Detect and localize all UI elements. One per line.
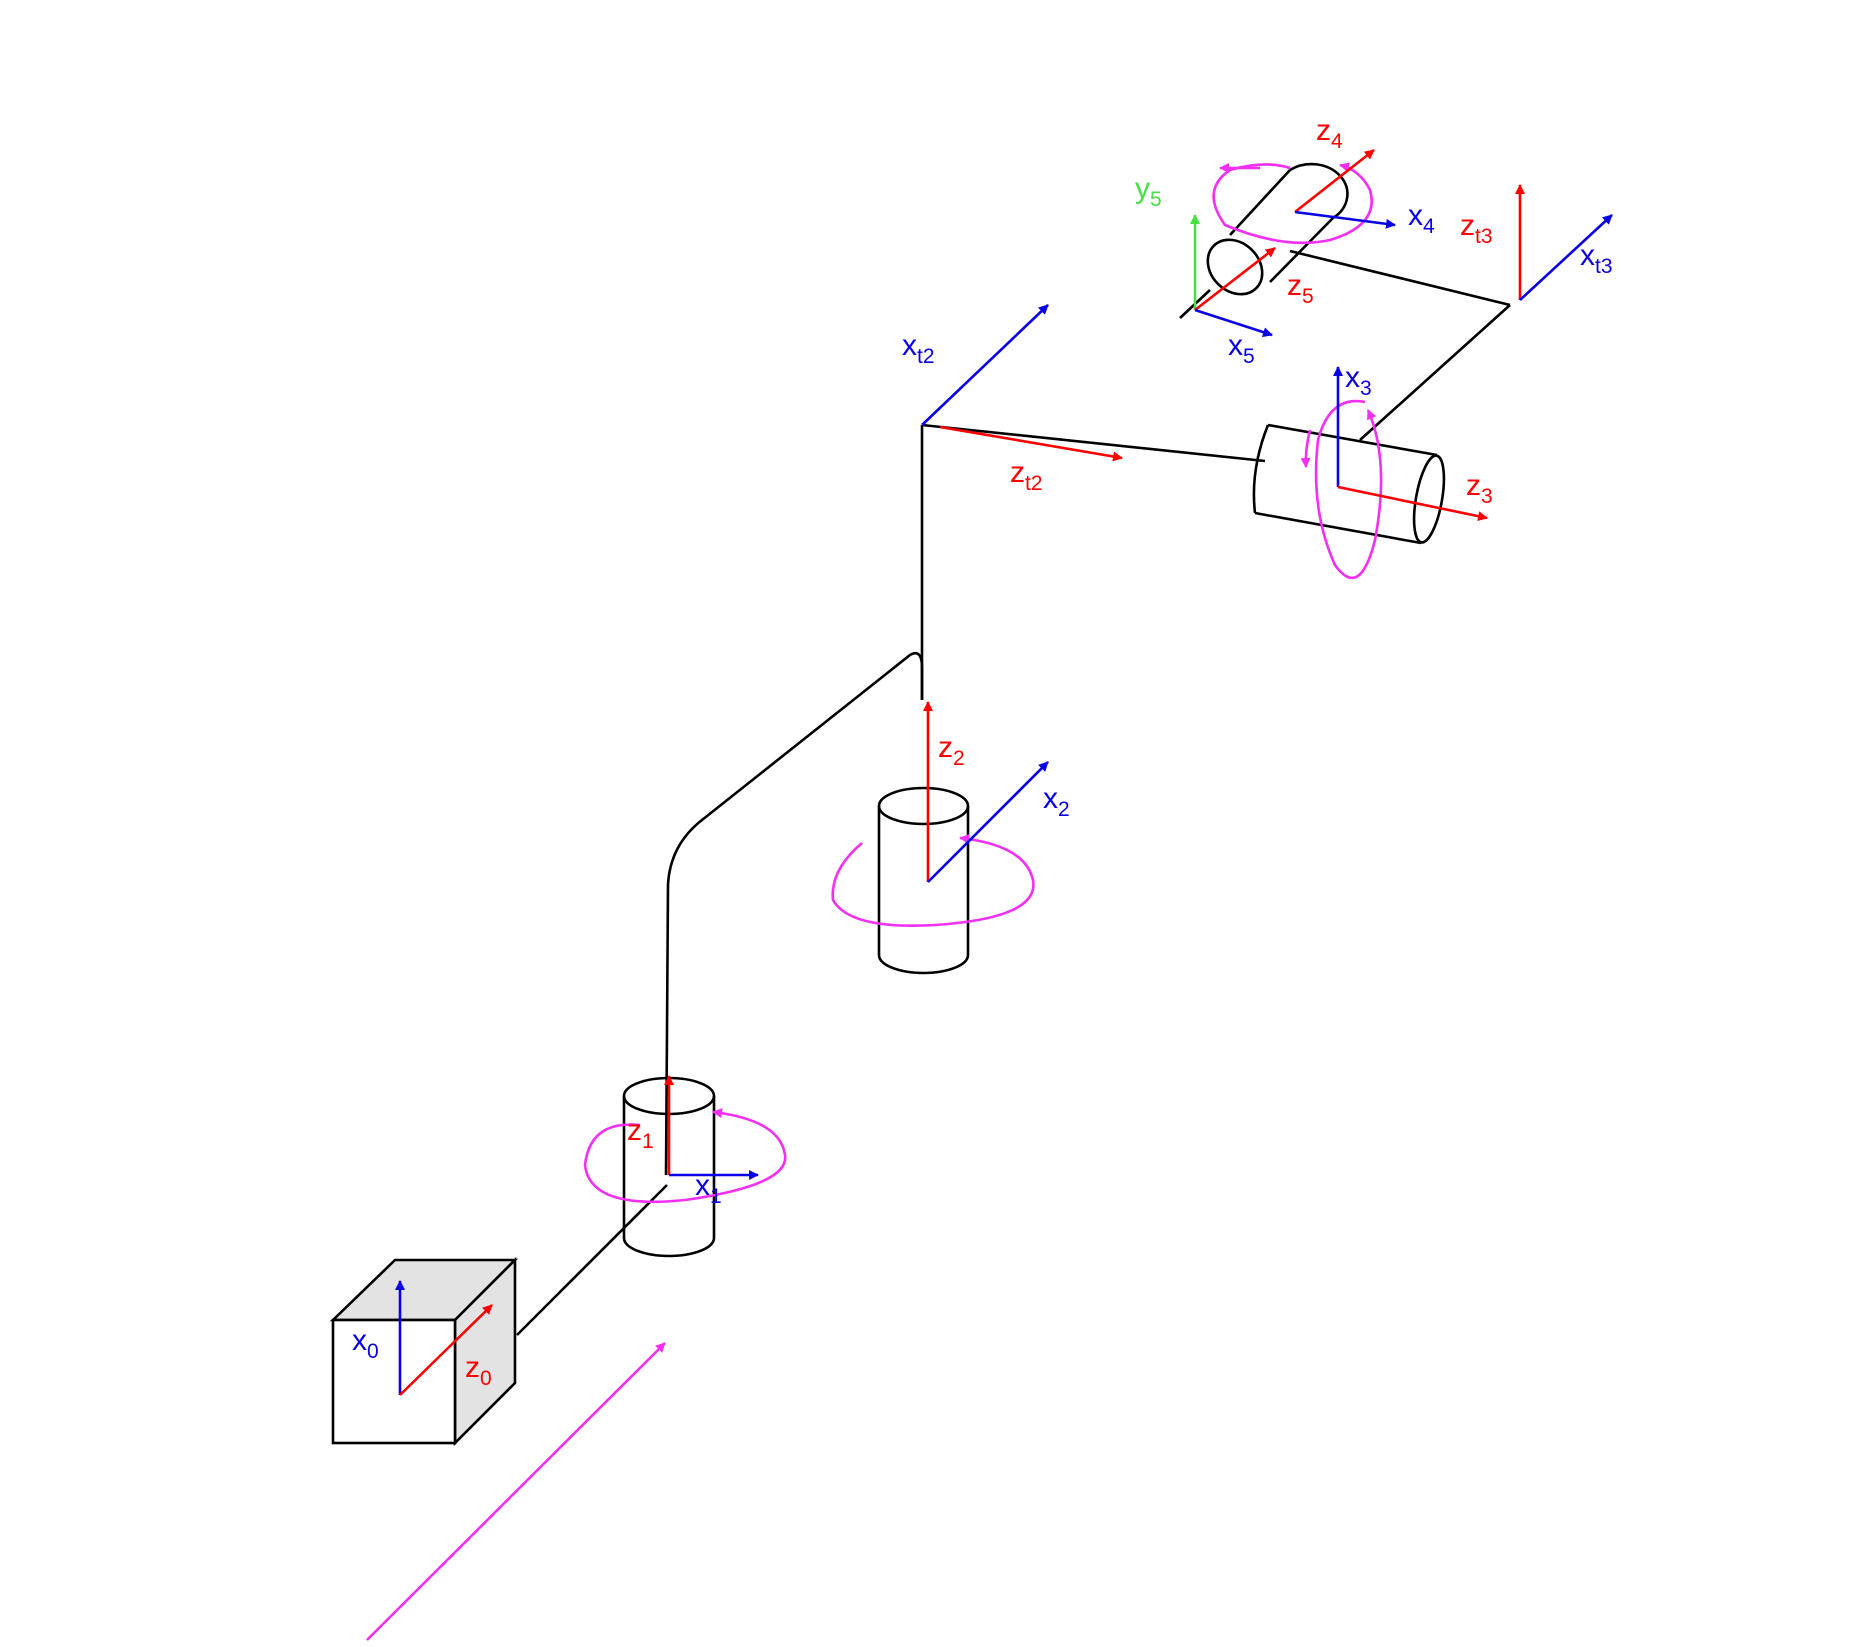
joint1-rotation-arrow: [583, 1108, 787, 1204]
link-base-to-joint1: [516, 1184, 668, 1336]
axis-xt2: [921, 304, 1049, 426]
joint4-rotation-arrow: [1212, 162, 1373, 245]
link-joint3-to-t3: [1359, 304, 1511, 441]
joint2-rotation-arrow: [831, 833, 1035, 927]
joint3-rotation-arrowhead: [1300, 429, 1312, 468]
frame-5-axes: [1190, 214, 1276, 337]
frame-4-axes: [1294, 148, 1396, 229]
joint3-cylinder: [1252, 423, 1446, 545]
label-xt2: xt2: [902, 329, 935, 368]
label-x3: x3: [1345, 361, 1372, 400]
prismatic-joint-direction-arrow: [366, 1342, 666, 1641]
wrist-cylinder: [1206, 162, 1349, 296]
link-t3-to-joint4: [1289, 249, 1511, 307]
label-z0: z0: [465, 1351, 492, 1390]
base-cube: [329, 1256, 519, 1447]
label-y5: y5: [1135, 172, 1162, 211]
label-zt3: zt3: [1460, 209, 1493, 248]
joint1-cylinder: [622, 1076, 716, 1258]
rotation-indicators: [366, 162, 1383, 1641]
axis-x5: [1194, 308, 1273, 337]
label-z5: z5: [1287, 269, 1314, 308]
axis-x4: [1294, 210, 1396, 229]
joint2-cylinder: [877, 786, 970, 975]
label-z1: z1: [627, 1114, 654, 1153]
frame-0-axes: [395, 1280, 493, 1396]
axis-z0: [399, 1304, 493, 1396]
label-x2: x2: [1043, 782, 1070, 821]
frame-t3-axes: [1515, 184, 1613, 301]
label-x0: x0: [352, 1324, 379, 1363]
frame-1-axes: [664, 1075, 759, 1180]
label-xt3: xt3: [1580, 239, 1613, 278]
label-z3: z3: [1466, 469, 1493, 508]
label-z4: z4: [1316, 114, 1343, 153]
label-x5: x5: [1228, 329, 1255, 368]
label-zt2: zt2: [1010, 456, 1043, 495]
base-cube-front-face: [331, 1318, 457, 1445]
axis-z3: [1337, 485, 1488, 522]
axis-xt3: [1519, 214, 1613, 301]
axis-z4: [1294, 148, 1375, 214]
label-z2: z2: [938, 731, 965, 770]
axis-z5: [1194, 246, 1276, 312]
robot-links: [516, 249, 1511, 1336]
link-t2-to-joint3: [921, 423, 1266, 463]
frame-3-axes: [1333, 366, 1488, 522]
label-x4: x4: [1408, 199, 1435, 238]
joint3-rotation-arrow: [1314, 399, 1383, 580]
frame-2-axes: [923, 701, 1049, 883]
axis-x2: [927, 761, 1049, 883]
link-joint1-to-elbow: [664, 651, 924, 1176]
frame-t2-axes: [921, 304, 1123, 462]
axis-zt2: [939, 425, 1123, 462]
label-x1: x1: [695, 1169, 722, 1208]
